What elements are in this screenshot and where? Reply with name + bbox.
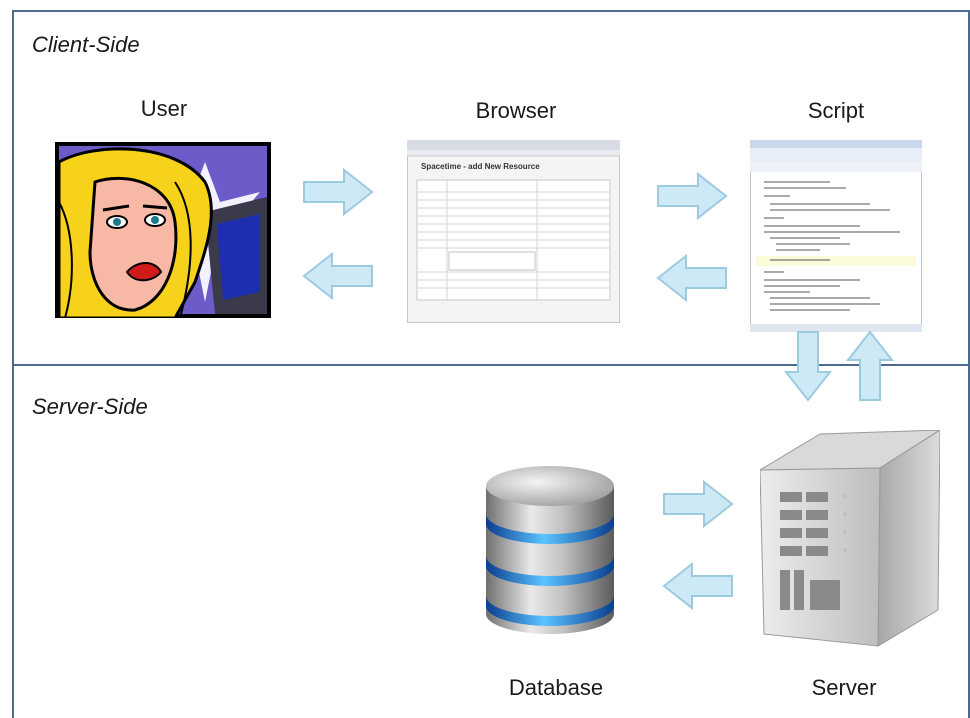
database-icon	[482, 462, 618, 638]
user-label: User	[140, 96, 188, 121]
user-cartoon-icon	[55, 142, 271, 318]
server-label: Server	[811, 675, 877, 700]
script-editor-icon	[750, 140, 922, 332]
script-label: Script	[807, 98, 865, 123]
browser-label: Browser	[475, 98, 557, 123]
server-side-title: Server-Side	[32, 394, 148, 419]
browser-window-icon: Spacetime - add New Resource	[407, 140, 620, 323]
arrow-server-to-script	[846, 330, 894, 402]
arrow-browser-to-user	[302, 252, 374, 300]
arrow-user-to-browser	[302, 168, 374, 216]
arrow-script-to-server	[784, 330, 832, 402]
client-side-title: Client-Side	[32, 32, 140, 57]
database-label: Database	[508, 675, 604, 700]
server-tower-icon	[760, 430, 940, 650]
arrow-browser-to-script	[656, 172, 728, 220]
browser-mock-heading: Spacetime - add New Resource	[421, 162, 540, 171]
arrow-script-to-browser	[656, 254, 728, 302]
arrow-server-to-database	[662, 562, 734, 610]
arrow-database-to-server	[662, 480, 734, 528]
